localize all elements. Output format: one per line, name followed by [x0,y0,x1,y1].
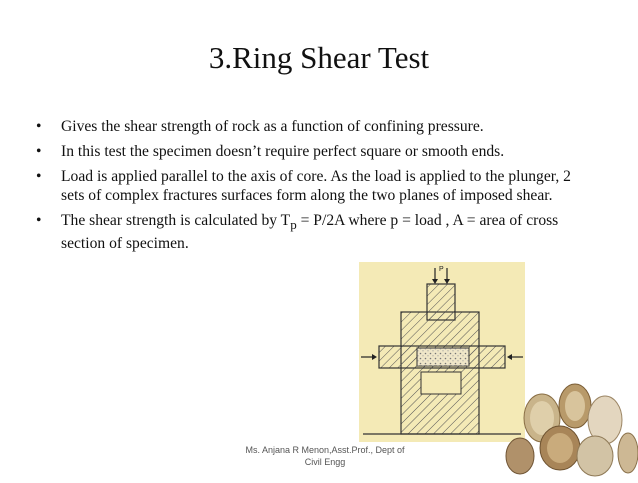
footer-line-1: Ms. Anjana R Menon,Asst.Prof., Dept of [245,445,405,455]
bullet-symbol: • [36,168,42,185]
ring-shear-diagram-drawing: P [361,266,523,435]
bullet-item: • In this test the specimen doesn’t requ… [36,142,596,161]
bullet-item: • Load is applied parallel to the axis o… [36,167,596,205]
bullet-item-formula: • The shear strength is calculated by Tp… [36,211,581,253]
bullet-symbol: • [36,212,42,229]
bullet-symbol: • [36,118,42,135]
slide-footer: Ms. Anjana R Menon,Asst.Prof., Dept of C… [225,444,425,468]
rock-cores-image [505,383,638,477]
specimen-texture [417,348,469,366]
slide-title: 3.Ring Shear Test [208,40,430,75]
bullet-symbol: • [36,143,42,160]
load-label: P [439,266,444,273]
inner-cavity [420,371,462,395]
bullet-list: • Gives the shear strength of rock as a … [36,117,596,259]
formula-text-after: = P/2A where p = load , A = area of cros… [61,212,559,253]
ring-shear-diagram: P [359,262,525,442]
footer-line-2: Civil Engg [304,457,346,467]
formula-subscript: p [290,217,297,233]
bullet-text: Gives the shear strength of rock as a fu… [61,118,484,135]
plunger [426,283,456,321]
rock-cores-decoration [500,378,638,478]
formula-text-before: The shear strength is calculated by T [61,212,291,229]
bullet-text: Load is applied parallel to the axis of … [61,168,571,204]
bullet-text: In this test the specimen doesn’t requir… [61,143,505,160]
bullet-item: • Gives the shear strength of rock as a … [36,117,596,136]
